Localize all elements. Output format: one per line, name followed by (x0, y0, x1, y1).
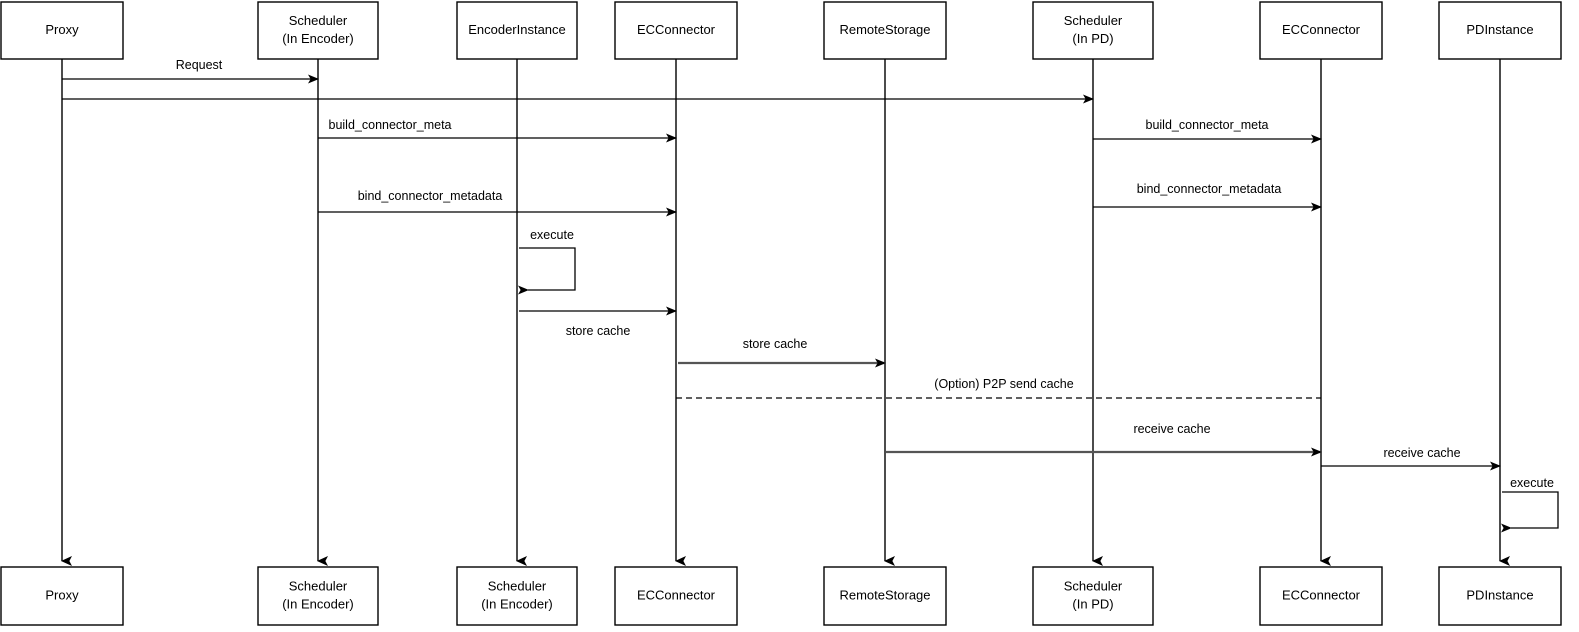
message-m11[interactable]: receive cache (1321, 446, 1501, 471)
message-label: receive cache (1383, 446, 1460, 460)
message-label: receive cache (1133, 422, 1210, 436)
participant-sublabel: (In PD) (1072, 31, 1113, 46)
participant-box-top-proxy[interactable]: Proxy (0, 1, 124, 60)
message-label: Request (176, 58, 223, 72)
participant-label: Scheduler (289, 13, 348, 28)
participant-box-top-ec-conn-1[interactable]: ECConnector (614, 1, 738, 60)
participant-box-bottom-sched-pd[interactable]: Scheduler (In PD) (1032, 566, 1154, 626)
message-label: bind_connector_metadata (358, 189, 503, 203)
participant-sublabel: (In Encoder) (282, 596, 354, 611)
message-m9[interactable]: (Option) P2P send cache (676, 377, 1321, 399)
participant-box-bottom-sched-enc[interactable]: Scheduler (In Encoder) (257, 566, 379, 626)
message-m8[interactable]: store cache (678, 337, 886, 368)
message-m6[interactable]: bind_connector_metadata (1093, 182, 1322, 212)
message-m10[interactable]: receive cache (886, 422, 1322, 457)
message-label: store cache (743, 337, 808, 351)
message-label: store cache (566, 324, 631, 338)
message-m5[interactable]: bind_connector_metadata (318, 189, 677, 217)
self-message-s2[interactable]: execute (1501, 476, 1559, 533)
participant-label: RemoteStorage (839, 587, 930, 602)
messages-layer: Request build_connector_meta build_connect… (62, 58, 1501, 471)
participant-sublabel: (In Encoder) (282, 31, 354, 46)
self-messages-layer: execute execute (518, 228, 1559, 533)
participant-box-top-sched-enc[interactable]: Scheduler (In Encoder) (257, 1, 379, 60)
participant-label: Proxy (45, 22, 79, 37)
participant-label: Scheduler (488, 578, 547, 593)
participant-box-bottom-pd-inst[interactable]: PDInstance (1438, 566, 1562, 626)
message-m4[interactable]: build_connector_meta (1093, 118, 1322, 144)
participant-label: ECConnector (1282, 22, 1361, 37)
participant-label: Proxy (45, 587, 79, 602)
self-message-label: execute (530, 228, 574, 242)
participant-box-bottom-ec-conn-2[interactable]: ECConnector (1259, 566, 1383, 626)
participant-label: PDInstance (1466, 587, 1533, 602)
participant-box-top-encoder-inst[interactable]: EncoderInstance (456, 1, 578, 60)
message-m3[interactable]: build_connector_meta (318, 118, 677, 143)
message-label: build_connector_meta (1146, 118, 1269, 132)
participant-label: RemoteStorage (839, 22, 930, 37)
message-m7[interactable]: store cache (519, 306, 677, 338)
participant-sublabel: (In PD) (1072, 596, 1113, 611)
lifelines-layer (61, 59, 1510, 566)
participant-label: ECConnector (637, 22, 716, 37)
self-message-path (1501, 491, 1559, 533)
participant-box-top-ec-conn-2[interactable]: ECConnector (1259, 1, 1383, 60)
self-message-label: execute (1510, 476, 1554, 490)
self-message-path (518, 247, 576, 295)
participant-box-top-pd-inst[interactable]: PDInstance (1438, 1, 1562, 60)
message-label: (Option) P2P send cache (934, 377, 1073, 391)
participant-label: Scheduler (1064, 578, 1123, 593)
participant-box-top-remote-store[interactable]: RemoteStorage (823, 1, 947, 60)
participant-label: Scheduler (1064, 13, 1123, 28)
participant-label: Scheduler (289, 578, 348, 593)
participant-label: EncoderInstance (468, 22, 566, 37)
participant-label: ECConnector (1282, 587, 1361, 602)
participant-label: ECConnector (637, 587, 716, 602)
message-m1[interactable]: Request (62, 58, 319, 84)
participant-sublabel: (In Encoder) (481, 596, 553, 611)
participant-box-bottom-remote-store[interactable]: RemoteStorage (823, 566, 947, 626)
participant-box-bottom-proxy[interactable]: Proxy (0, 566, 124, 626)
participant-box-top-sched-pd[interactable]: Scheduler (In PD) (1032, 1, 1154, 60)
participant-box-bottom-ec-conn-1[interactable]: ECConnector (614, 566, 738, 626)
self-message-s1[interactable]: execute (518, 228, 576, 295)
participant-label: PDInstance (1466, 22, 1533, 37)
message-label: bind_connector_metadata (1137, 182, 1282, 196)
message-label: build_connector_meta (329, 118, 452, 132)
participant-box-bottom-encoder-inst[interactable]: Scheduler (In Encoder) (456, 566, 578, 626)
